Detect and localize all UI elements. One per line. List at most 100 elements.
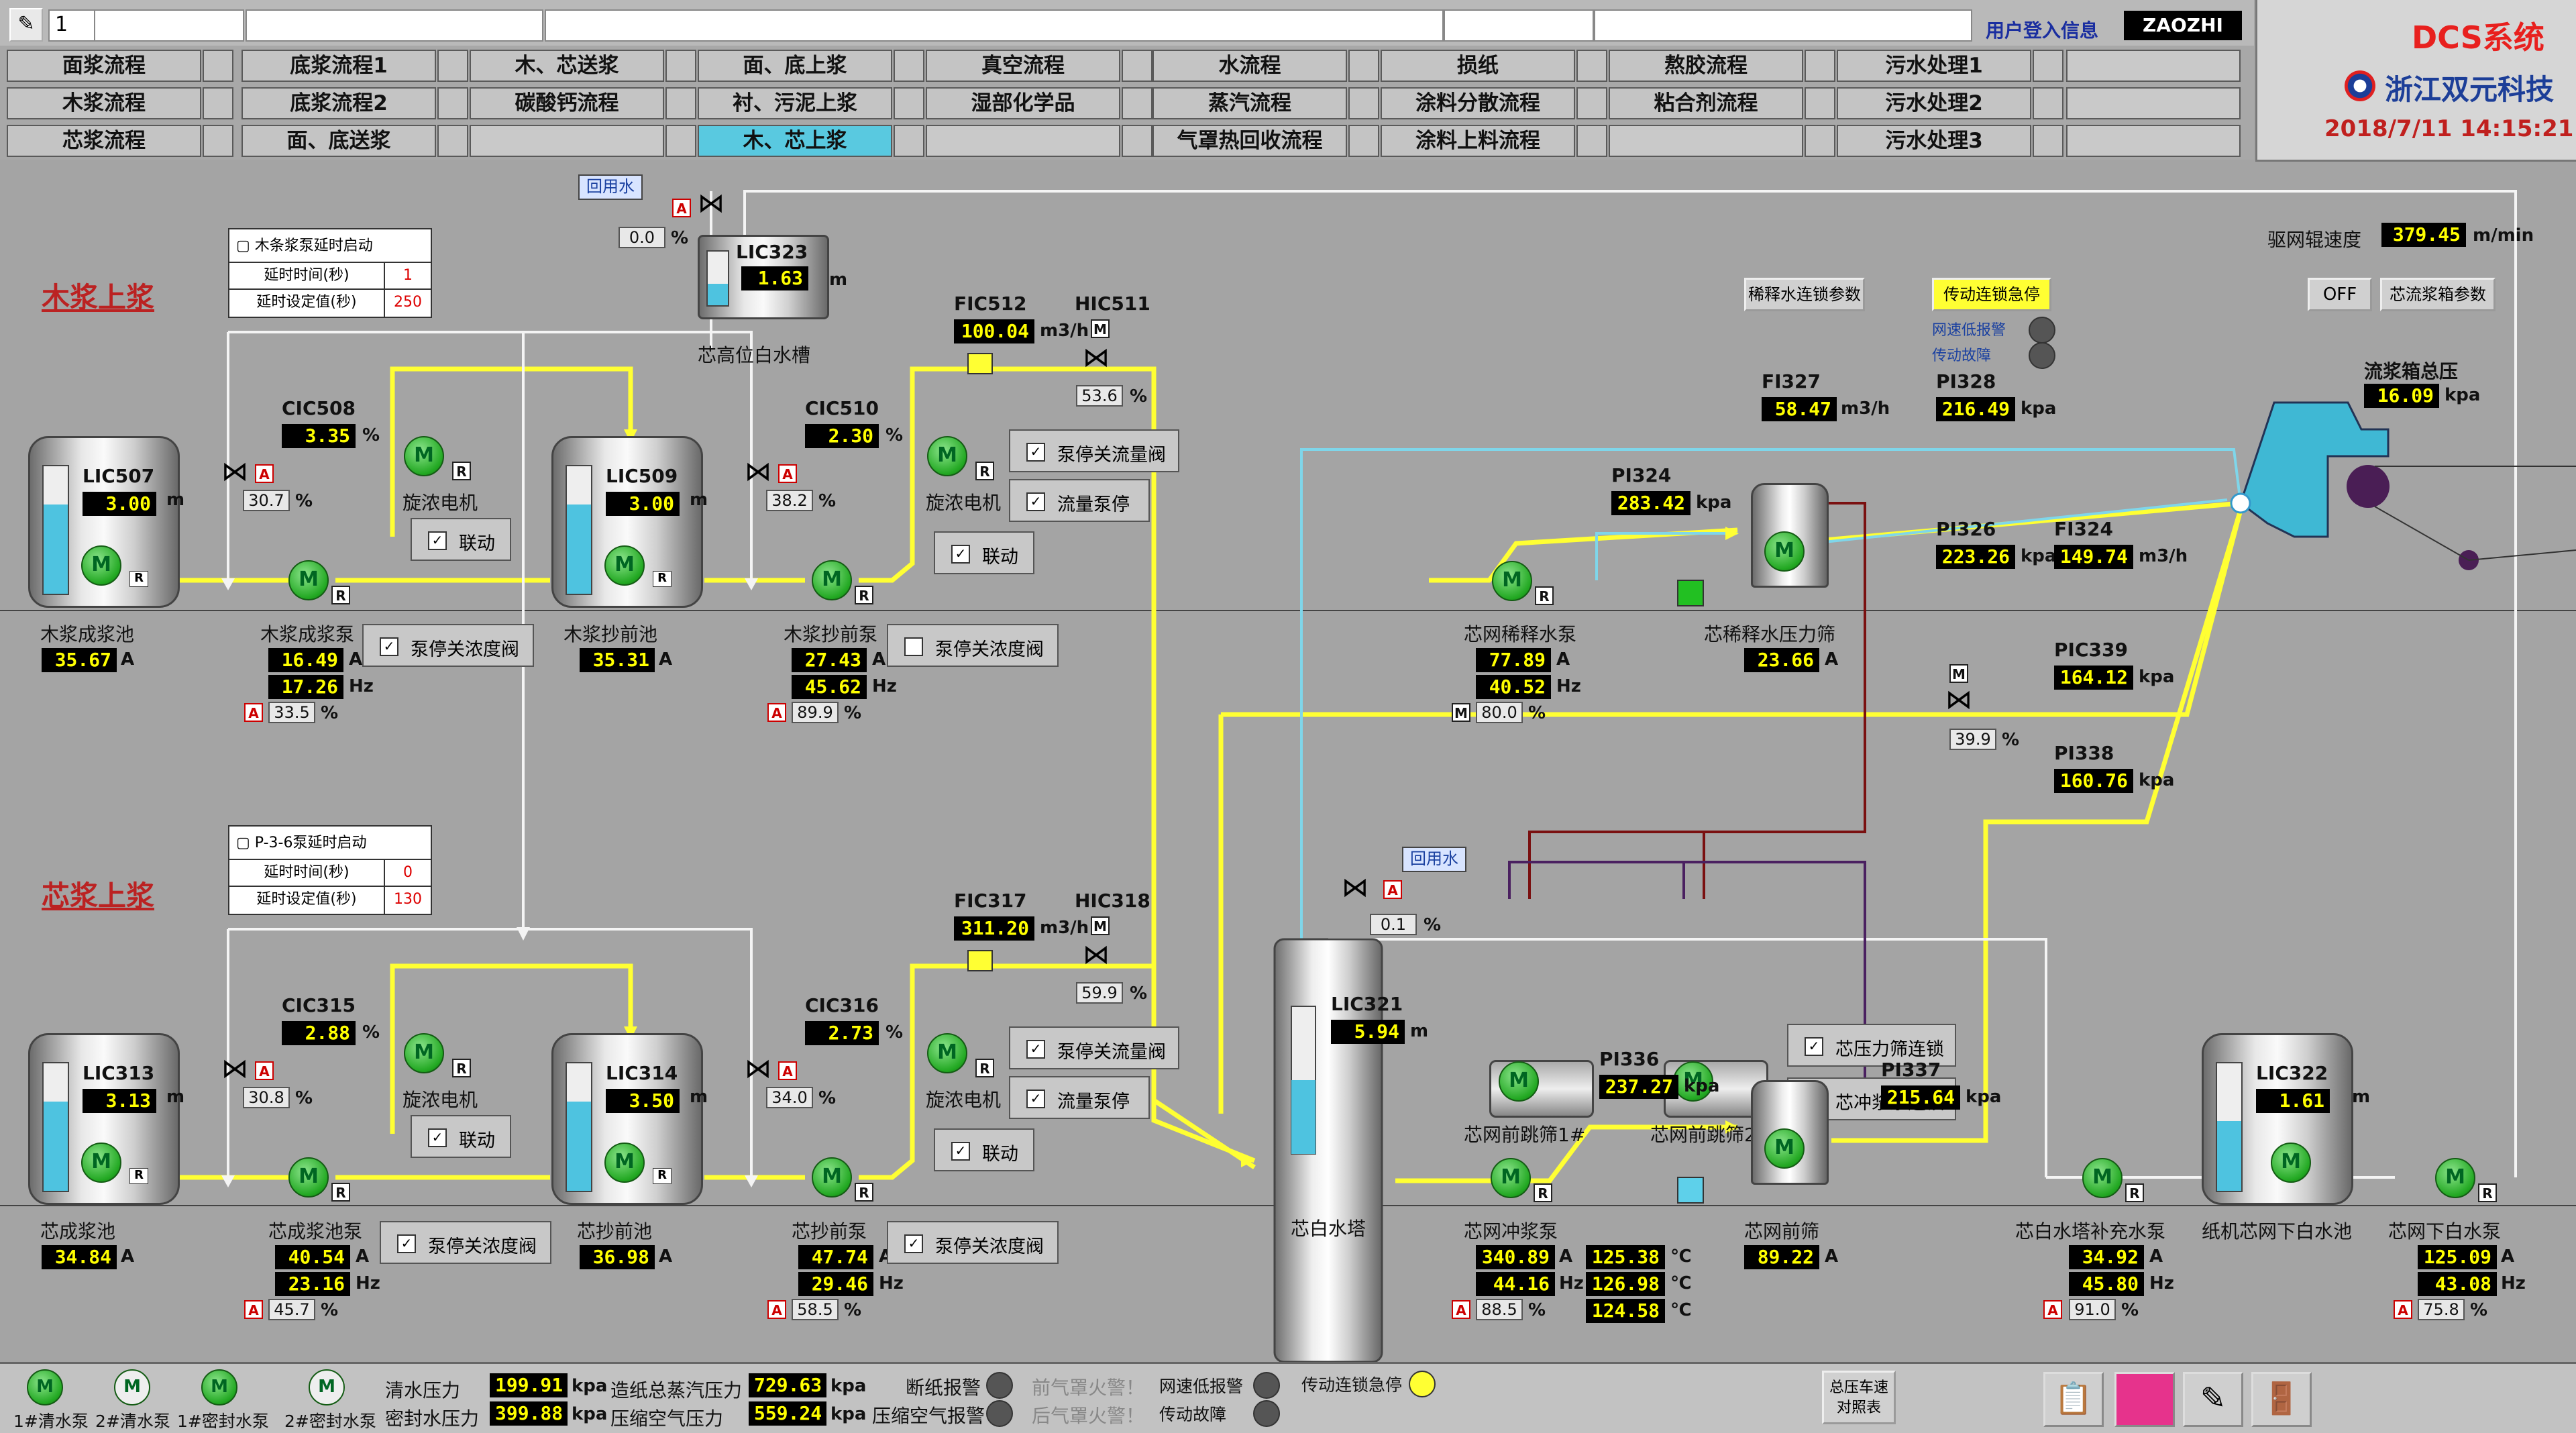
delay-checkbox-icon[interactable]: ▢ [236, 237, 250, 254]
headbox-params-button[interactable]: 芯流浆箱参数 [2380, 278, 2496, 311]
command-field[interactable]: 1 [48, 9, 97, 42]
thickener-motor[interactable]: M [404, 436, 444, 476]
nav-button-1-7[interactable]: 粘合剂流程 [1609, 87, 1803, 119]
pump-stop-flow-check[interactable]: ✓泵停关流量阀 [1009, 1026, 1179, 1069]
valve-icon[interactable]: ⋈ [745, 456, 771, 487]
delay-set-value[interactable]: 130 [394, 891, 422, 908]
nav-button-1-2[interactable]: 碳酸钙流程 [470, 87, 664, 119]
agitator-motor[interactable]: M [81, 545, 121, 586]
nav-button-2-6[interactable]: 涂料上料流程 [1381, 125, 1575, 157]
nav-button-1-8[interactable]: 污水处理2 [1837, 87, 2031, 119]
valve-icon[interactable]: ⋈ [745, 1053, 771, 1084]
agitator-motor[interactable]: M [604, 545, 645, 586]
valve-icon[interactable]: ⋈ [1945, 684, 1972, 715]
pump-stop-consistency-check[interactable]: 泵停关浓度阀 [887, 624, 1059, 667]
agitator-motor[interactable]: M [81, 1143, 121, 1183]
pump-motor[interactable]: M [812, 1157, 852, 1198]
pump-motor[interactable]: M [1492, 561, 1532, 601]
pump-status-motor[interactable]: M [114, 1369, 150, 1405]
nav-button-0-7[interactable]: 熬胶流程 [1609, 50, 1803, 82]
pump-motor[interactable]: M [2435, 1158, 2475, 1198]
linkage-check[interactable]: ✓联动 [411, 1115, 511, 1158]
drive-estop-button[interactable]: 传动连锁急停 [1932, 278, 2051, 311]
pump-stop-consistency-check[interactable]: ✓泵停关浓度阀 [887, 1221, 1059, 1264]
alarm-view-icon[interactable] [2114, 1372, 2175, 1427]
nav-button-1-5[interactable]: 蒸汽流程 [1152, 87, 1347, 119]
screen-motor[interactable]: M [1499, 1061, 1539, 1102]
user-name[interactable]: ZAOZHI [2124, 11, 2242, 40]
linkage-check[interactable]: ✓联动 [934, 1128, 1034, 1171]
nav-button-1-9[interactable] [2066, 87, 2241, 119]
flow-pump-stop-check[interactable]: ✓流量泵停 [1009, 479, 1150, 522]
edit-pen-icon[interactable]: ✎ [2183, 1372, 2243, 1427]
nav-button-2-5[interactable]: 气罩热回收流程 [1152, 125, 1347, 157]
pump-motor[interactable]: M [288, 560, 329, 600]
nav-button-1-3[interactable]: 衬、污泥上浆 [698, 87, 892, 119]
nav-button-0-8[interactable]: 污水处理1 [1837, 50, 2031, 82]
clipboard-icon[interactable]: 📋 [2043, 1372, 2104, 1427]
nav-button-0-1[interactable]: 底浆流程1 [241, 50, 436, 82]
valve-icon[interactable]: ⋈ [221, 1053, 248, 1084]
nav-button-0-9[interactable] [2066, 50, 2241, 82]
linkage-check[interactable]: ✓联动 [411, 518, 511, 561]
nav-button-2-2[interactable] [470, 125, 664, 157]
valve-icon[interactable]: ⋈ [221, 456, 248, 487]
thickener-motor[interactable]: M [404, 1033, 444, 1073]
screen-motor[interactable]: M [1764, 1128, 1805, 1169]
dilute-interlock-button[interactable]: 稀释水连锁参数 [1744, 278, 1865, 311]
pump-motor[interactable]: M [288, 1157, 329, 1198]
speed-pressure-report-button[interactable]: 总压车速对照表 [1822, 1371, 1896, 1424]
nav-button-2-0[interactable]: 芯浆流程 [7, 125, 201, 157]
agitator-motor[interactable]: M [604, 1143, 645, 1183]
valve-icon[interactable]: ⋈ [698, 188, 724, 219]
nav-button-0-5[interactable]: 水流程 [1152, 50, 1347, 82]
thickener-motor[interactable]: M [927, 436, 967, 476]
screen-motor[interactable]: M [1764, 531, 1805, 572]
pump-status-motor[interactable]: M [27, 1369, 63, 1405]
pump-status-motor[interactable]: M [201, 1369, 237, 1405]
valve-icon[interactable]: ⋈ [1342, 872, 1368, 903]
tank-lic509[interactable]: LIC509 3.00 M R [551, 436, 703, 608]
nav-button-2-3[interactable]: 木、芯上浆 [698, 125, 892, 157]
pump-stop-consistency-check[interactable]: ✓泵停关浓度阀 [380, 1221, 551, 1264]
agitator-motor[interactable]: M [2271, 1143, 2311, 1183]
tank-lic507[interactable]: LIC507 3.00 M R [28, 436, 180, 608]
delay-checkbox-icon[interactable]: ▢ [236, 835, 250, 851]
nav-button-0-6[interactable]: 损纸 [1381, 50, 1575, 82]
pump-status-motor[interactable]: M [309, 1369, 345, 1405]
nav-button-0-2[interactable]: 木、芯送浆 [470, 50, 664, 82]
valve-icon[interactable]: ⋈ [1083, 342, 1110, 373]
pump-stop-consistency-check[interactable]: ✓泵停关浓度阀 [362, 624, 534, 667]
pump-motor[interactable]: M [2082, 1158, 2123, 1198]
thickener-motor[interactable]: M [927, 1033, 967, 1073]
pressure-screen[interactable] [1751, 483, 1829, 588]
nav-button-0-3[interactable]: 面、底上浆 [698, 50, 892, 82]
nav-button-2-8[interactable]: 污水处理3 [1837, 125, 2031, 157]
valve-icon[interactable]: ⋈ [1083, 939, 1110, 970]
pump-motor[interactable]: M [812, 560, 852, 600]
nav-button-2-7[interactable] [1609, 125, 1803, 157]
nav-button-1-6[interactable]: 涂料分散流程 [1381, 87, 1575, 119]
pump-stop-flow-check[interactable]: ✓泵停关流量阀 [1009, 429, 1179, 472]
nav-button-0-4[interactable]: 真空流程 [926, 50, 1120, 82]
exit-door-icon[interactable]: 🚪 [2251, 1372, 2312, 1427]
flow-pump-stop-check[interactable]: ✓流量泵停 [1009, 1076, 1150, 1119]
delay-set-value[interactable]: 250 [394, 294, 422, 311]
nav-button-1-4[interactable]: 湿部化学品 [926, 87, 1120, 119]
tank-lic323[interactable]: LIC323 1.63 [698, 235, 829, 319]
off-button[interactable]: OFF [2308, 278, 2372, 311]
linkage-check[interactable]: ✓联动 [934, 531, 1034, 574]
tank-lic313[interactable]: LIC313 3.13 M R [28, 1033, 180, 1205]
core-pressure-screen-interlock[interactable]: ✓芯压力筛连锁 [1787, 1024, 1956, 1067]
pump-motor[interactable]: M [1491, 1158, 1531, 1198]
tank-lic322[interactable]: LIC322 1.61 M [2202, 1033, 2353, 1205]
tank-lic314[interactable]: LIC314 3.50 M R [551, 1033, 703, 1205]
nav-button-0-0[interactable]: 面浆流程 [7, 50, 201, 82]
nav-button-2-1[interactable]: 面、底送浆 [241, 125, 436, 157]
nav-button-2-4[interactable] [926, 125, 1120, 157]
tag-label: LIC507 [83, 465, 155, 487]
nav-button-1-1[interactable]: 底浆流程2 [241, 87, 436, 119]
nav-button-2-9[interactable] [2066, 125, 2241, 157]
app-menu-icon[interactable]: ✎ [9, 8, 43, 42]
nav-button-1-0[interactable]: 木浆流程 [7, 87, 201, 119]
